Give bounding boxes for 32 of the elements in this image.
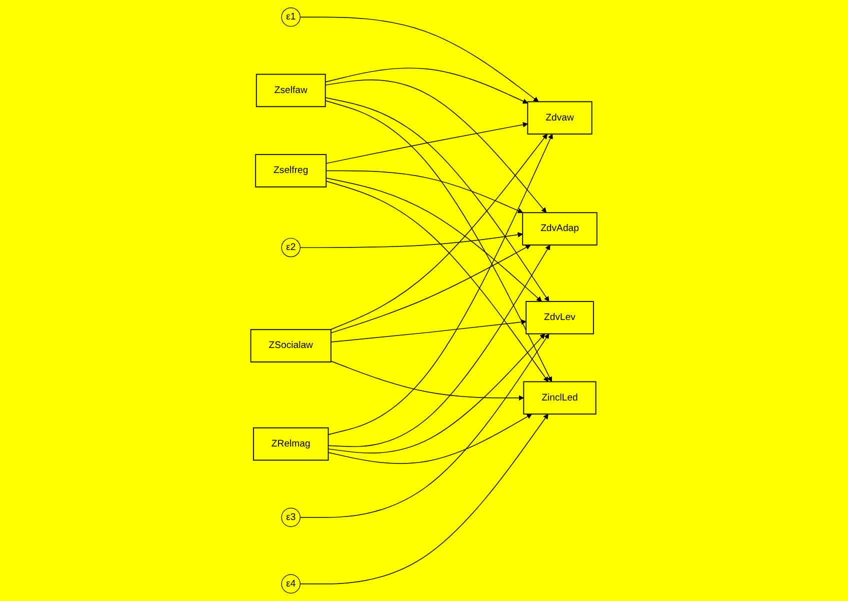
- arrow: [326, 180, 549, 382]
- arrow: [330, 134, 548, 330]
- arrow: [325, 79, 547, 213]
- node-circle: ε3: [281, 508, 301, 527]
- arrow: [300, 232, 523, 248]
- arrow: [330, 360, 524, 401]
- node-box: ZinclLed: [523, 381, 596, 415]
- arrow: [330, 319, 526, 342]
- node-box: ZRelmag: [253, 427, 329, 461]
- arrow: [328, 134, 553, 435]
- arrow: [300, 414, 549, 584]
- arrow: [300, 334, 550, 518]
- node-box: ZdvAdap: [522, 212, 598, 246]
- node-circle: ε1: [281, 8, 301, 27]
- arrow: [325, 100, 552, 382]
- arrow: [328, 414, 532, 464]
- node-circle: ε2: [281, 238, 301, 258]
- arrow: [325, 68, 528, 104]
- node-box: Zselfreg: [255, 154, 327, 188]
- node-box: ZdvLev: [526, 301, 594, 334]
- arrow: [300, 16, 539, 102]
- node-box: Zdvaw: [527, 101, 592, 134]
- arrow: [326, 170, 524, 214]
- arrow: [328, 334, 546, 454]
- node-circle: ε4: [281, 574, 301, 594]
- node-box: ZSocialaw: [250, 329, 332, 362]
- arrow: [325, 97, 550, 302]
- node-box: Zselfaw: [256, 74, 326, 108]
- arrow: [328, 244, 550, 447]
- arrow: [326, 122, 528, 164]
- arrow: [326, 178, 542, 302]
- arrow: [330, 244, 531, 334]
